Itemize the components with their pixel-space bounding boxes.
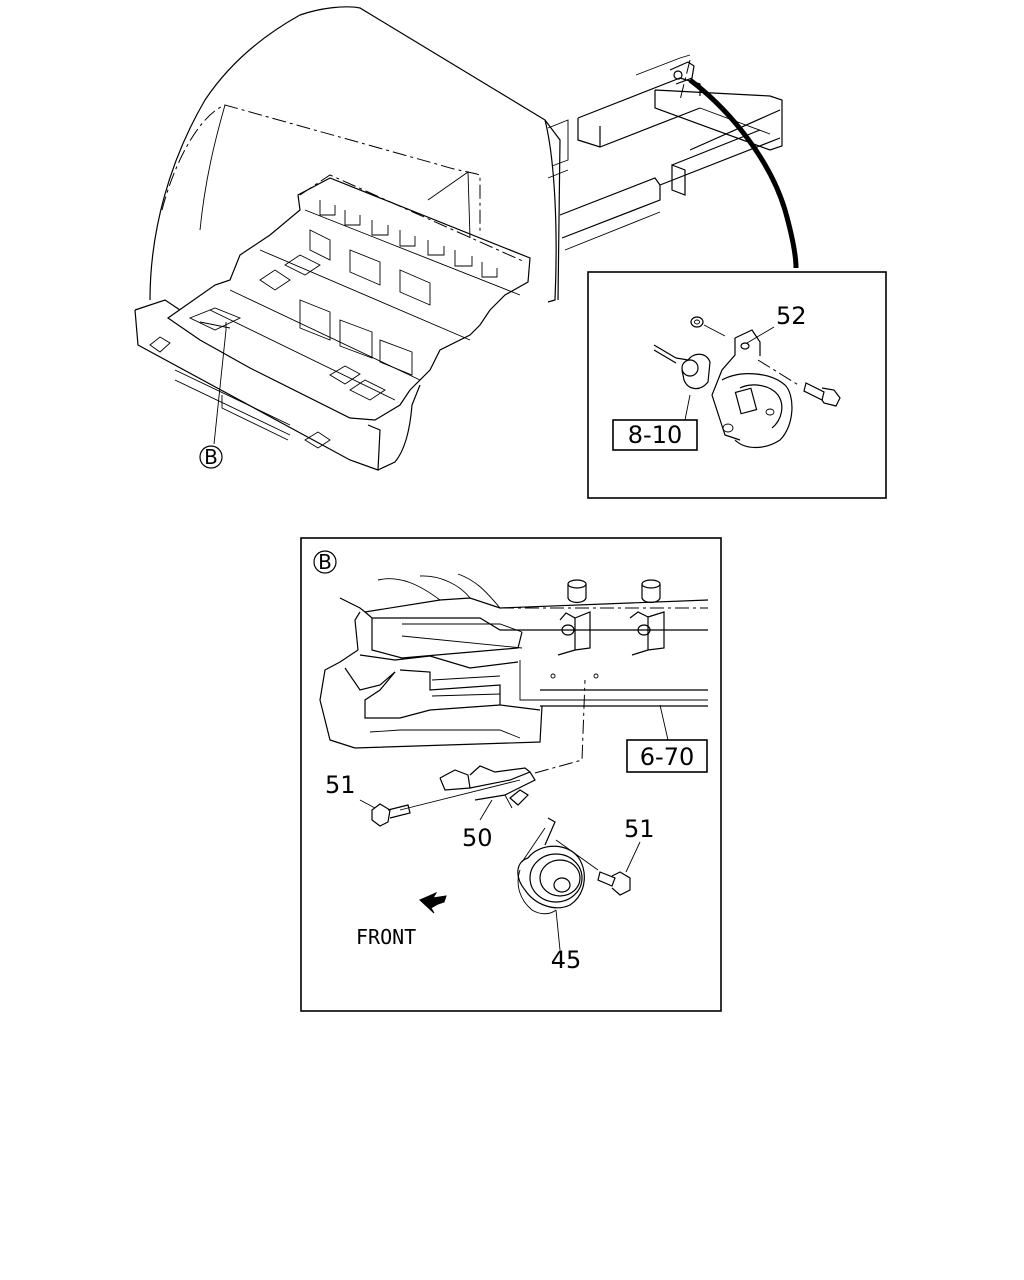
front-label: FRONT: [356, 925, 416, 949]
callout-box-8-10: [612, 419, 698, 451]
detail-b-marker: B: [199, 445, 223, 469]
front-arrow-icon: [419, 891, 447, 914]
chassis-frame-drawing: [547, 54, 799, 269]
callout-51-left: 51: [325, 771, 356, 799]
callout-8-10: 8-10: [628, 421, 682, 449]
callout-52: 52: [776, 302, 807, 330]
callout-45: 45: [551, 946, 582, 974]
callout-50: 50: [462, 824, 493, 852]
callout-51-right: 51: [624, 815, 655, 843]
svg-text:B: B: [318, 550, 332, 574]
circled-letter-icon: [313, 550, 337, 574]
detail-box-relay: 52 8-10: [587, 271, 887, 499]
circled-letter-icon: [199, 445, 223, 469]
callout-6-70: 6-70: [640, 743, 694, 771]
callout-box-6-70: [626, 739, 708, 773]
truck-cab-drawing: [134, 6, 561, 471]
detail-box-b: B: [300, 537, 722, 1012]
svg-text:B: B: [204, 445, 218, 469]
